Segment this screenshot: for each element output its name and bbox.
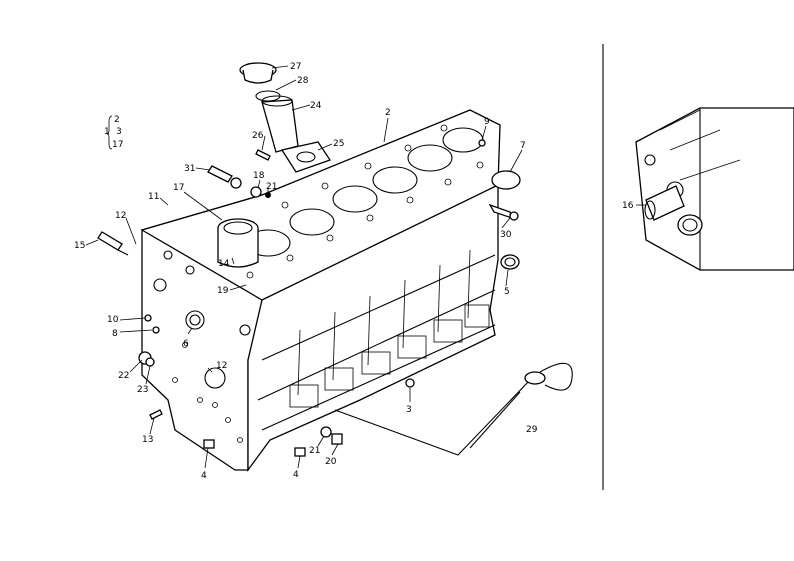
part-10-8 — [144, 314, 160, 334]
seal-5 — [500, 254, 520, 270]
callout-3: 3 — [406, 405, 412, 415]
callout-21b: 21 — [309, 446, 320, 456]
front-face-holes — [153, 250, 251, 443]
dipstick-29 — [334, 362, 573, 456]
callout-27: 27 — [290, 62, 301, 72]
callout-30: 30 — [500, 230, 512, 240]
callout-14: 14 — [218, 259, 230, 269]
callout-18: 18 — [253, 171, 265, 181]
block-side-face — [247, 183, 499, 472]
callout-12b: 12 — [216, 361, 227, 371]
callout-6: 6 — [183, 339, 189, 349]
group-key-brace — [106, 115, 113, 150]
callout-5: 5 — [504, 287, 510, 297]
callout-4b: 4 — [293, 470, 299, 480]
callout-23: 23 — [137, 385, 148, 395]
cylinder-block — [140, 109, 501, 472]
part-31 — [207, 165, 242, 189]
part-13 — [149, 409, 163, 420]
callout-19: 19 — [217, 286, 229, 296]
callout-24: 24 — [310, 101, 322, 111]
callout-labels: 27 28 24 2 9 7 26 25 31 18 21 11 17 12 1… — [74, 62, 634, 481]
leader-lines — [85, 65, 646, 469]
bore-2 — [289, 208, 335, 236]
callout-16: 16 — [622, 201, 634, 211]
part-22-23 — [138, 351, 155, 367]
group-key: 1 2 3 17 — [104, 115, 123, 150]
part-20-21 — [320, 426, 343, 445]
bore-3 — [332, 185, 378, 213]
callout-21a: 21 — [266, 182, 277, 192]
part-26 — [255, 149, 271, 161]
callout-25: 25 — [333, 139, 344, 149]
filler-tube — [261, 99, 299, 153]
group-key-bottom: 17 — [112, 140, 123, 150]
callout-29: 29 — [526, 425, 538, 435]
callout-26: 26 — [252, 131, 264, 141]
group-key-top: 2 — [114, 115, 120, 125]
callout-15: 15 — [74, 241, 85, 251]
callout-2: 2 — [385, 108, 391, 118]
filler-flange — [280, 141, 332, 173]
part-3 — [405, 378, 415, 388]
cover-plate-7 — [491, 170, 521, 190]
callout-31: 31 — [184, 164, 195, 174]
callout-12a: 12 — [115, 211, 126, 221]
part-9 — [478, 139, 486, 147]
callout-9: 9 — [484, 117, 490, 127]
callout-13: 13 — [142, 435, 153, 445]
callout-7: 7 — [520, 141, 526, 151]
group-key-lead: 1 — [104, 127, 110, 137]
callout-10: 10 — [107, 315, 119, 325]
callout-11: 11 — [148, 192, 159, 202]
callout-17: 17 — [173, 183, 184, 193]
group-key-mid: 3 — [116, 127, 122, 137]
callout-22: 22 — [118, 371, 129, 381]
part-16-bushing — [645, 185, 685, 221]
callout-8: 8 — [112, 329, 118, 339]
callout-28: 28 — [297, 76, 309, 86]
cylinder-liner — [217, 218, 259, 268]
oil-filler-assembly — [239, 62, 332, 173]
callout-4a: 4 — [201, 471, 207, 481]
plug-15 — [97, 231, 129, 256]
callout-20: 20 — [325, 457, 337, 467]
sensor-30 — [488, 203, 519, 221]
inset-block-view — [635, 107, 794, 271]
bore-5 — [407, 144, 453, 172]
bore-4 — [372, 166, 418, 194]
part-18-21 — [250, 186, 271, 198]
gasket-holes — [246, 124, 484, 279]
